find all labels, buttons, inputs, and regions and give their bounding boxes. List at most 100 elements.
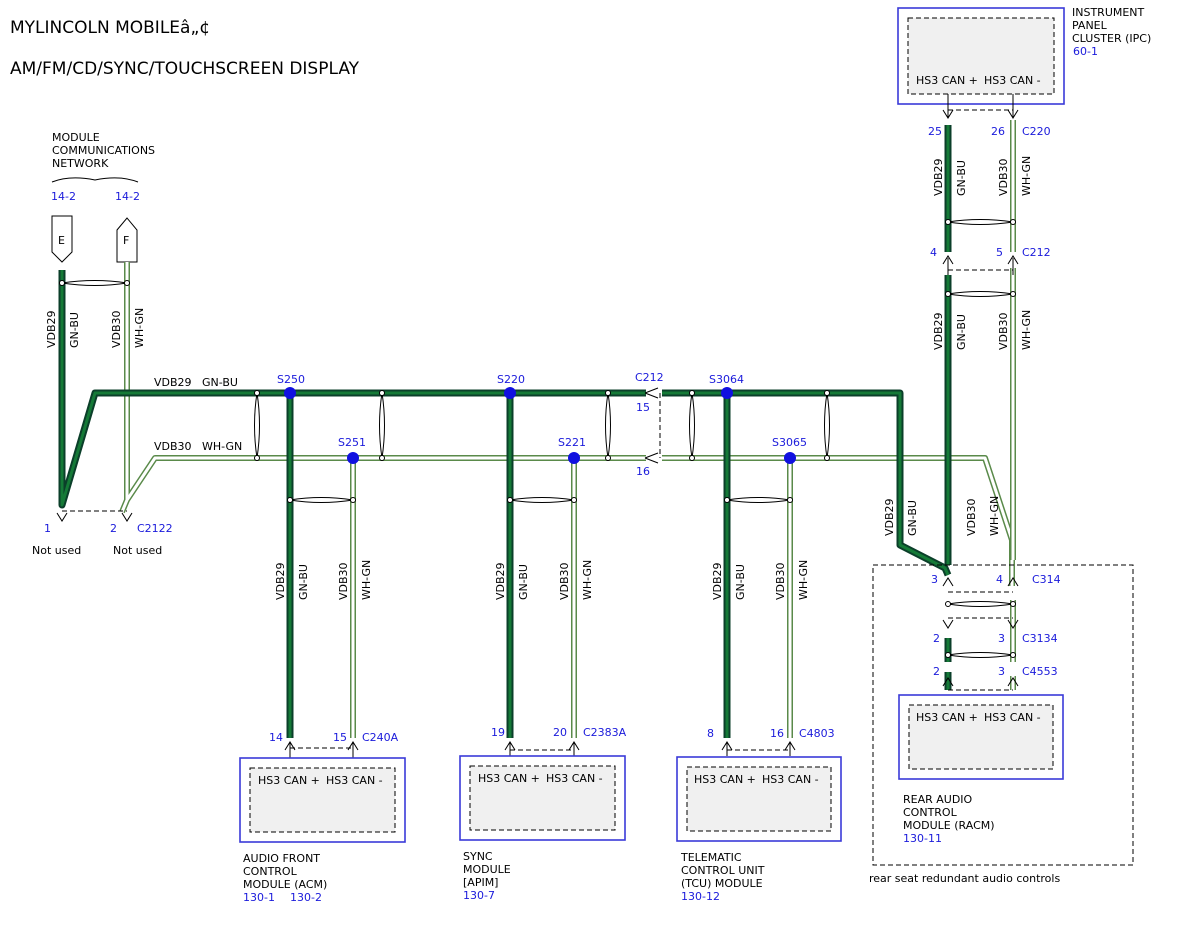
c212-inline-arrows: [644, 387, 659, 464]
c2122-label[interactable]: C2122: [137, 522, 173, 535]
tcu-ref[interactable]: 130-12: [681, 890, 720, 903]
apim-module[interactable]: [459, 755, 626, 841]
ipc-conn[interactable]: C220: [1022, 125, 1051, 138]
acm-ref-2[interactable]: 130-2: [290, 891, 322, 904]
racm-pin-lo-name: HS3 CAN -: [984, 711, 1041, 724]
network-label-1: MODULE: [52, 131, 100, 144]
racm-c314-conn[interactable]: C314: [1032, 573, 1061, 586]
ipc-pin-lo-name: HS3 CAN -: [984, 74, 1041, 87]
tcu-pin-lo: 16: [770, 727, 784, 740]
vlabel-mid-lo-circuit: VDB30: [997, 312, 1010, 350]
bus-hi-circuit: VDB29: [154, 376, 192, 389]
acm-label-3: MODULE (ACM): [243, 878, 327, 891]
racm-ref[interactable]: 130-11: [903, 832, 942, 845]
ipc-c212-pin-lo: 5: [996, 246, 1003, 259]
ipc-pin-arrows: [942, 94, 1019, 119]
bus-lo-color: WH-GN: [202, 440, 242, 453]
c212-inline-label[interactable]: C212: [635, 371, 664, 384]
tcu-label-3: (TCU) MODULE: [681, 877, 763, 890]
network-ref-f[interactable]: 14-2: [115, 190, 140, 203]
apim-ref[interactable]: 130-7: [463, 889, 495, 902]
apim-pin-lo: 20: [553, 726, 567, 739]
vlabel-e-circuit: VDB29: [45, 310, 58, 348]
splice-s3064[interactable]: [721, 387, 733, 399]
vlabel-acm-lo-color: WH-GN: [360, 560, 373, 600]
c212-gap: [646, 386, 662, 466]
racm-c4553-conn[interactable]: C4553: [1022, 665, 1058, 678]
vlabel-racm-lo-circuit: VDB30: [965, 498, 978, 536]
tcu-module[interactable]: [676, 756, 842, 842]
vlabel-tcu-lo-color: WH-GN: [797, 560, 810, 600]
c212-pin-lo: 16: [636, 465, 650, 478]
ipc-c212-pin-hi: 4: [930, 246, 937, 259]
racm-c3134-pin-lo: 3: [998, 632, 1005, 645]
racm-module[interactable]: [898, 694, 1064, 780]
vlabel-apim-hi-circuit: VDB29: [494, 562, 507, 600]
apim-conn[interactable]: C2383A: [583, 726, 627, 739]
racm-label-1: REAR AUDIO: [903, 793, 973, 806]
racm-pin-hi-name: HS3 CAN +: [916, 711, 978, 724]
vlabel-apim-lo-circuit: VDB30: [558, 562, 571, 600]
vertical-wire-labels: VDB29 GN-BU VDB30 WH-GN VDB29 GN-BU VDB3…: [45, 156, 1033, 600]
tcu-label-2: CONTROL UNIT: [681, 864, 765, 877]
splice-s220-label: S220: [497, 373, 525, 386]
splice-s251[interactable]: [347, 452, 359, 464]
racm-c4553-pin-lo: 3: [998, 665, 1005, 678]
tcu-pin-arrows: [721, 741, 796, 756]
ipc-label-3: CLUSTER (IPC): [1072, 32, 1151, 45]
connector-flag-f: [116, 217, 138, 263]
racm-c3134-conn[interactable]: C3134: [1022, 632, 1058, 645]
bus-hi-color: GN-BU: [202, 376, 238, 389]
acm-ref-1[interactable]: 130-1: [243, 891, 275, 904]
connector-flag-f-label: F: [123, 234, 129, 247]
racm-c3134-arrows: [942, 619, 1019, 629]
c2122-arrows: [56, 512, 133, 522]
connector-flag-e-label: E: [58, 234, 65, 247]
vlabel-e-color: GN-BU: [68, 312, 81, 348]
acm-pin-lo-name: HS3 CAN -: [326, 774, 383, 787]
bus-lo-circuit: VDB30: [154, 440, 192, 453]
apim-pin-hi: 19: [491, 726, 505, 739]
network-ref-e[interactable]: 14-2: [51, 190, 76, 203]
acm-label-1: AUDIO FRONT: [243, 852, 320, 865]
ipc-module[interactable]: [897, 7, 1065, 105]
ipc-pin-hi: 25: [928, 125, 942, 138]
splice-s3065[interactable]: [784, 452, 796, 464]
splice-s220[interactable]: [504, 387, 516, 399]
network-label-3: NETWORK: [52, 157, 109, 170]
acm-pin-hi-name: HS3 CAN +: [258, 774, 320, 787]
acm-conn[interactable]: C240A: [362, 731, 399, 744]
splice-s250[interactable]: [284, 387, 296, 399]
apim-label-1: SYNC: [463, 850, 493, 863]
ipc-label-2: PANEL: [1072, 19, 1108, 32]
vlabel-racm-lo-color: WH-GN: [988, 496, 1001, 536]
racm-group-box: [872, 564, 1134, 866]
apim-label-2: MODULE: [463, 863, 511, 876]
vlabel-tcu-hi-color: GN-BU: [734, 564, 747, 600]
ipc-c212-conn[interactable]: C212: [1022, 246, 1051, 259]
splice-s3065-label: S3065: [772, 436, 807, 449]
c2122-pin-e: 1: [44, 522, 51, 535]
apim-label-3: [APIM]: [463, 876, 498, 889]
splices: [284, 387, 796, 464]
vlabel-ipc-lo-circuit: VDB30: [997, 158, 1010, 196]
splice-s250-label: S250: [277, 373, 305, 386]
racm-c4553-pin-hi: 2: [933, 665, 940, 678]
ipc-ref[interactable]: 60-1: [1073, 45, 1098, 58]
apim-pin-hi-name: HS3 CAN +: [478, 772, 540, 785]
acm-module[interactable]: [239, 757, 406, 843]
diagram-subtitle: AM/FM/CD/SYNC/TOUCHSCREEN DISPLAY: [10, 59, 360, 79]
acm-pin-arrows: [284, 741, 359, 758]
splice-s3064-label: S3064: [709, 373, 744, 386]
network-label-2: COMMUNICATIONS: [52, 144, 155, 157]
tcu-conn[interactable]: C4803: [799, 727, 835, 740]
network-brace: [51, 177, 139, 183]
splice-s221[interactable]: [568, 452, 580, 464]
splice-s221-label: S221: [558, 436, 586, 449]
vlabel-ipc-hi-circuit: VDB29: [932, 158, 945, 196]
apim-pin-lo-name: HS3 CAN -: [546, 772, 603, 785]
wire-vdb29-group: [58, 125, 952, 738]
racm-c3134-pin-hi: 2: [933, 632, 940, 645]
racm-label-3: MODULE (RACM): [903, 819, 995, 832]
